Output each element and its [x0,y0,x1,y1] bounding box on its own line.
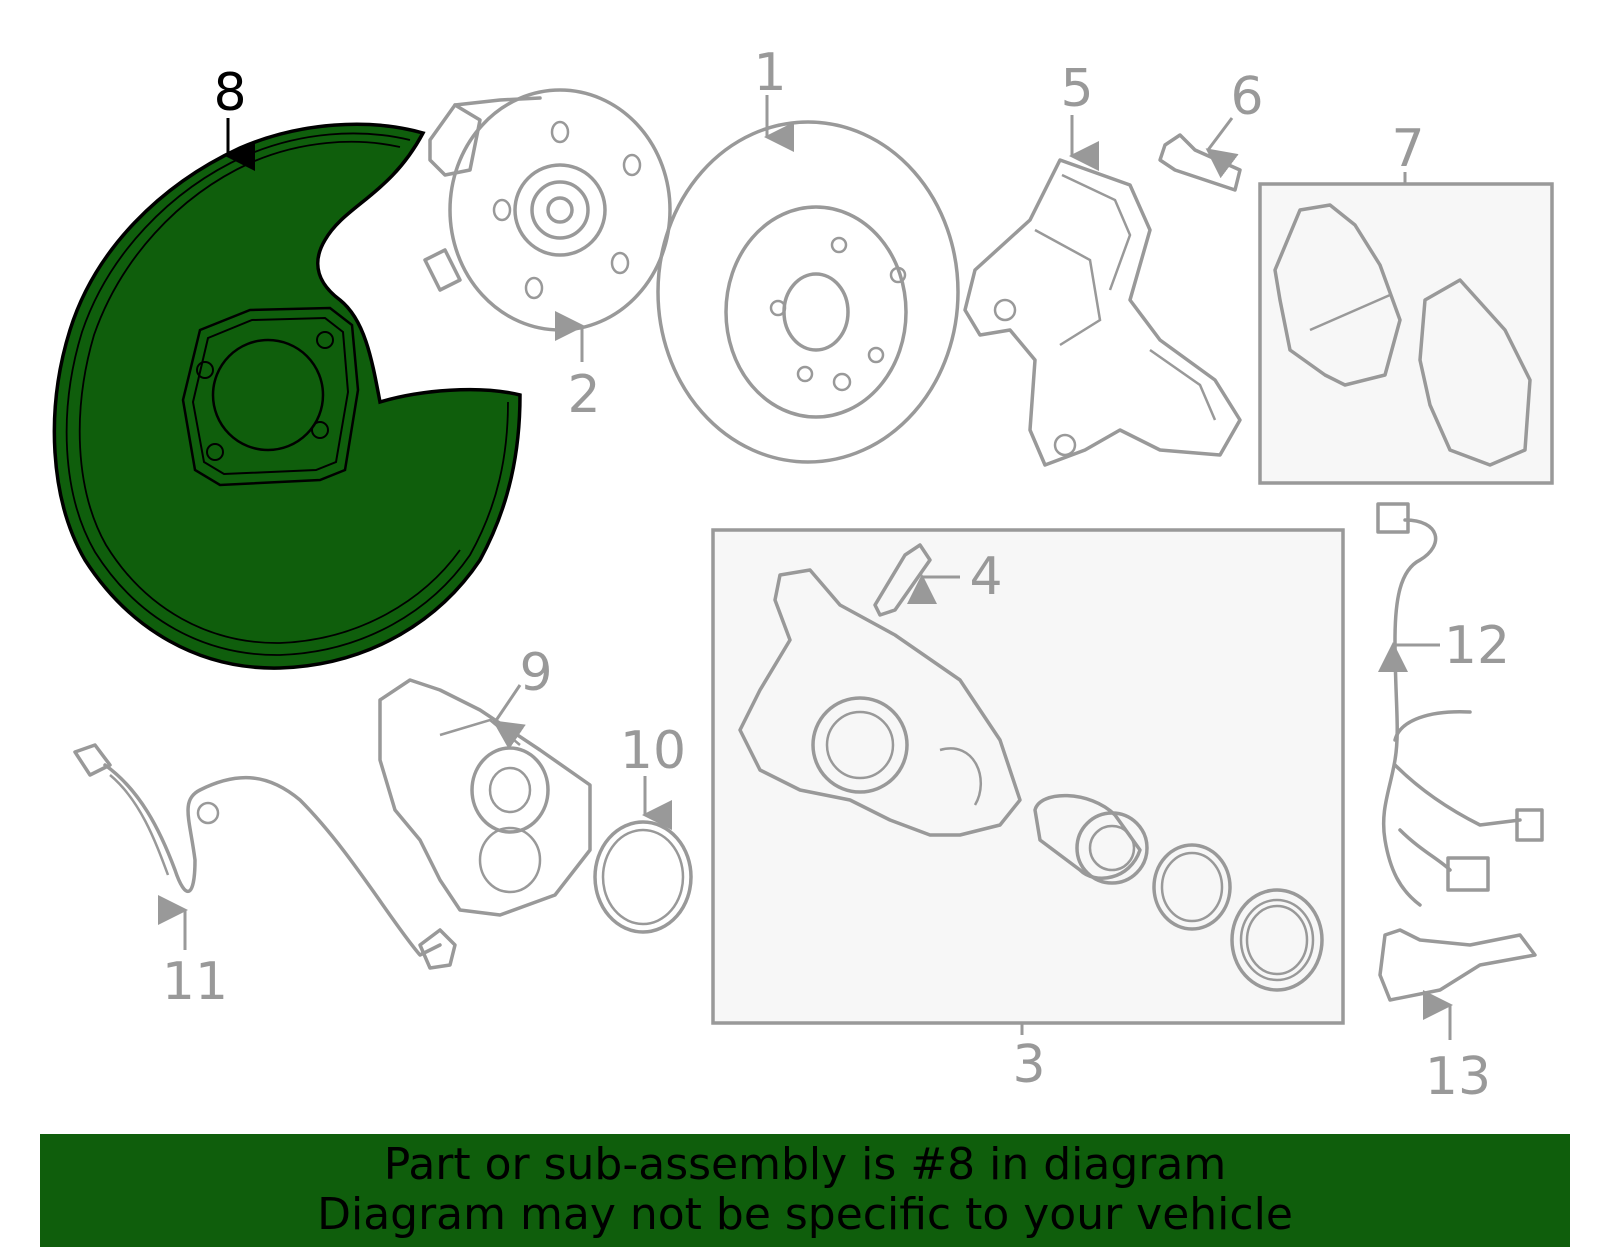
banner-line-disclaimer: Diagram may not be specific to your vehi… [317,1189,1293,1240]
callout-8[interactable]: 8 [213,63,246,123]
callout-labels: 8 1 2 3 4 5 6 7 9 10 11 12 13 [162,43,1510,1107]
callout-6[interactable]: 6 [1230,67,1263,127]
piston-boot[interactable] [1230,888,1324,992]
part-5-caliper-bracket[interactable] [963,158,1242,467]
part-4-guide-pin[interactable] [873,543,932,617]
part-1-brake-rotor[interactable] [656,120,960,464]
callout-5[interactable]: 5 [1060,59,1093,119]
part-9-parking-brake-motor[interactable] [378,678,592,917]
callout-10[interactable]: 10 [620,721,686,781]
part-10-o-ring[interactable] [593,820,693,934]
callout-1[interactable]: 1 [753,43,786,103]
part-8-dust-shield[interactable] [52,122,522,670]
callout-4[interactable]: 4 [969,547,1002,607]
part-11-brake-line[interactable] [73,743,457,970]
callout-7[interactable]: 7 [1391,119,1424,179]
piston[interactable] [1033,793,1149,885]
part-3-caliper-kit[interactable] [711,528,1345,1025]
callout-12[interactable]: 12 [1444,616,1510,676]
part-7-brake-pad-kit[interactable] [1258,182,1554,485]
part-6-bolt[interactable] [1158,133,1242,192]
piston-seal[interactable] [1152,843,1232,931]
callout-9[interactable]: 9 [519,643,552,703]
callout-13[interactable]: 13 [1425,1047,1491,1107]
banner-line-part: Part or sub-assembly is #8 in diagram [383,1139,1227,1190]
leader-lines [158,95,1453,1040]
part-2-hub-bearing[interactable] [423,88,672,332]
callout-11[interactable]: 11 [162,952,228,1012]
part-12-wiring-harness[interactable] [1376,502,1544,907]
part-13-speed-sensor[interactable] [1378,928,1537,1002]
callout-3[interactable]: 3 [1012,1035,1045,1095]
callout-2[interactable]: 2 [567,365,600,425]
info-banner: Part or sub-assembly is #8 in diagram Di… [40,1134,1570,1247]
